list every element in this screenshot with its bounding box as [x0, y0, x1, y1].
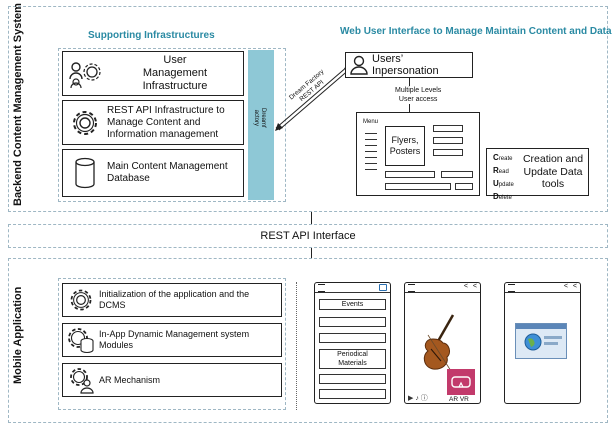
web-ui-mockup: Menu Flyers, Posters — [356, 112, 480, 196]
rest-api-interface-label: REST API Interface — [260, 230, 356, 242]
camera-icon — [379, 284, 387, 291]
dreamfactory-label: Dreamf actory — [253, 108, 266, 128]
list-item[interactable] — [319, 317, 386, 327]
back-icon: < — [572, 283, 577, 290]
init-module-label: Initialization of the application and th… — [99, 289, 250, 310]
share-icon: < — [463, 283, 468, 290]
impersonation-label: Users’ Inpersonation — [372, 53, 439, 77]
flyers-box: Flyers, Posters — [385, 126, 425, 166]
events-item[interactable]: Events — [319, 299, 386, 310]
backend-side-label: Backend Content Management System — [12, 3, 24, 206]
ui-field — [433, 137, 463, 144]
crud-box: Create Read Update Delete Creation and U… — [486, 148, 589, 201]
phone-topbar — [315, 283, 390, 293]
violin-image — [423, 314, 455, 372]
hamburger-icon — [318, 284, 325, 292]
rest-api-infra-label: REST API Infrastructure to Manage Conten… — [107, 104, 225, 140]
ar-vr-tile[interactable] — [447, 369, 475, 395]
ui-field — [385, 171, 435, 178]
vr-headset-icon — [451, 376, 471, 388]
dreamfactory-bar — [248, 50, 274, 200]
crud-read: ead — [498, 169, 509, 175]
back-icon: < — [472, 283, 477, 290]
crud-c: C — [493, 153, 499, 162]
ui-field — [433, 149, 463, 156]
backend-section — [8, 6, 608, 212]
gear-database-icon — [63, 326, 99, 354]
ui-field — [455, 183, 473, 190]
ui-menu-lines — [365, 129, 377, 179]
mobile-separator — [296, 282, 297, 410]
volume-icon[interactable]: ♪ — [415, 395, 419, 402]
impersonation-box: Users’ Inpersonation — [345, 52, 473, 78]
database-icon — [63, 157, 107, 189]
flyers-label: Flyers, Posters — [389, 135, 421, 156]
mobile-side-label: Mobile Application — [12, 286, 24, 384]
list-item[interactable] — [319, 374, 386, 384]
media-controls: ▶ ♪ ⓘ — [408, 393, 428, 403]
phone-mockup-ar: < < ▶ ♪ ⓘ AR VR — [404, 282, 481, 404]
rest-api-interface-band: REST API Interface — [8, 224, 608, 248]
rest-api-infra-box: REST API Infrastructure to Manage Conten… — [62, 100, 244, 145]
section-connector-top — [311, 212, 312, 224]
user-management-label: User Management Infrastructure — [142, 54, 208, 92]
hamburger-icon — [408, 284, 415, 292]
ui-field — [441, 171, 473, 178]
ui-menu-label: Menu — [363, 119, 379, 125]
phone-mockup-content: Events Periodical Materials — [314, 282, 391, 404]
share-icon: < — [563, 283, 568, 290]
info-icon[interactable]: ⓘ — [420, 395, 428, 402]
ui-field — [385, 183, 451, 190]
phone-topbar: < < — [405, 283, 480, 293]
ar-vr-label: AR VR — [449, 396, 469, 403]
ui-field — [433, 125, 463, 132]
user-gears-icon — [63, 59, 107, 89]
section-connector-bottom — [311, 248, 312, 258]
crud-update: pdate — [498, 182, 514, 188]
list-item[interactable] — [319, 333, 386, 343]
init-module-box: Initialization of the application and th… — [62, 283, 282, 317]
dynamic-module-label: In-App Dynamic Management system Modules — [99, 329, 250, 350]
gear-icon — [63, 108, 107, 138]
gear-icon — [63, 287, 99, 313]
mobile-section — [8, 258, 608, 423]
crud-delete: elete — [498, 195, 512, 201]
phone-topbar: < < — [505, 283, 580, 293]
crud-u: U — [493, 179, 499, 188]
periodical-item[interactable]: Periodical Materials — [319, 349, 386, 369]
phone-mockup-web: < < — [504, 282, 581, 404]
crud-label: Creation and Update Data tools — [522, 153, 584, 190]
mobile-modules-group — [58, 278, 286, 410]
play-icon[interactable]: ▶ — [408, 395, 414, 402]
crud-letters: Create Read Update Delete — [493, 152, 514, 204]
supporting-title: Supporting Infrastructures — [88, 30, 215, 41]
globe-icon — [524, 333, 542, 351]
hamburger-icon — [508, 284, 515, 292]
ar-module-box: AR Mechanism — [62, 363, 282, 397]
browser-window — [515, 323, 567, 359]
web-ui-title: Web User Interface to Manage Maintain Co… — [340, 26, 612, 37]
user-gear-icon — [63, 366, 99, 394]
levels-label: Multiple Levels User access — [395, 86, 442, 104]
user-icon — [346, 55, 372, 75]
crud-d: D — [493, 192, 499, 201]
list-item[interactable] — [319, 389, 386, 399]
main-database-label: Main Content Management Database — [107, 161, 228, 184]
main-database-box: Main Content Management Database — [62, 149, 244, 197]
crud-r: R — [493, 166, 499, 175]
dynamic-module-box: In-App Dynamic Management system Modules — [62, 323, 282, 357]
crud-create: reate — [498, 156, 513, 162]
user-management-box: User Management Infrastructure — [62, 51, 244, 96]
ar-module-label: AR Mechanism — [99, 374, 161, 385]
